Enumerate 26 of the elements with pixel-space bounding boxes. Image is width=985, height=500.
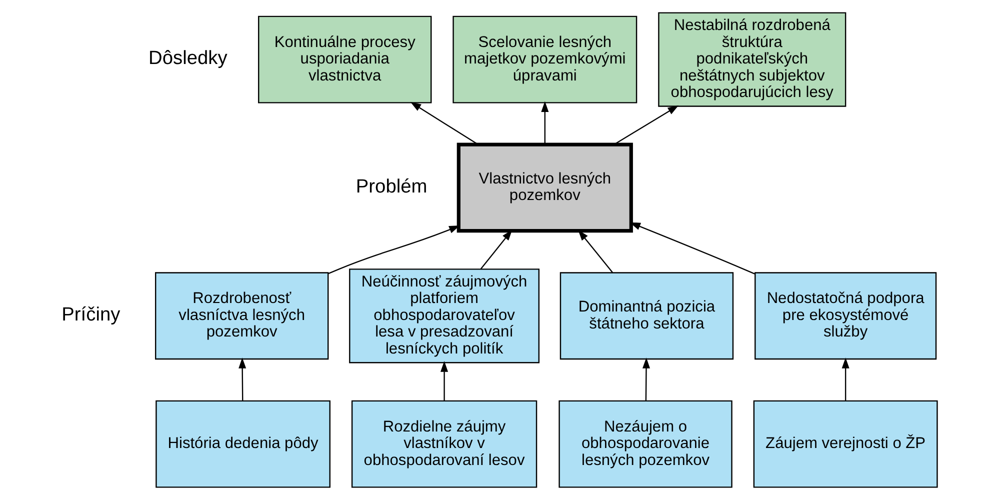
node-box: Nedostatočná podpora pre ekosystémové služby: [754, 272, 937, 360]
arrow: [440, 361, 448, 401]
label: Problém: [356, 176, 428, 198]
node-box: Scelovanie lesných majetkov pozemkovými úpravami: [452, 16, 638, 104]
arrow: [541, 101, 549, 144]
node-box: Neúčinnosť záujmových platforiem obhospodarovateľov lesa v presadzovaní lesníckych politík: [349, 268, 540, 364]
arrow: [614, 105, 679, 145]
node-box: História dedenia pôdy: [156, 400, 330, 488]
arrow: [410, 102, 478, 145]
node-box: Dominantná pozicia štátneho sektora: [560, 272, 734, 360]
arrow: [480, 230, 512, 270]
node-box: Vlastnictvo lesných pozemkov: [456, 142, 633, 233]
label: Príčiny: [62, 304, 120, 326]
node-box: Rozdielne záujmy vlastníkov v obhospodarovaní lesov: [351, 400, 538, 488]
arrow: [842, 358, 850, 401]
node-box: Rozdrobenosť vlasníctva lesných pozemkov: [155, 272, 329, 360]
arrow: [630, 222, 755, 274]
node-box: Nestabilná rozdrobená štruktúra podnikateľských neštátnych subjektov obhospodarujúcich lesy: [658, 12, 846, 107]
node-box: Záujem verejnosti o ŽP: [753, 400, 938, 488]
node-box: Nezáujem o obhospodarovanie lesných pozemkov: [558, 400, 732, 488]
arrow: [238, 358, 246, 401]
arrow: [642, 358, 650, 401]
arrow: [328, 226, 460, 274]
arrow: [578, 230, 613, 273]
node-box: Kontinuálne procesy usporiadania vlastnictva: [258, 16, 432, 104]
label: Dôsledky: [148, 48, 228, 70]
